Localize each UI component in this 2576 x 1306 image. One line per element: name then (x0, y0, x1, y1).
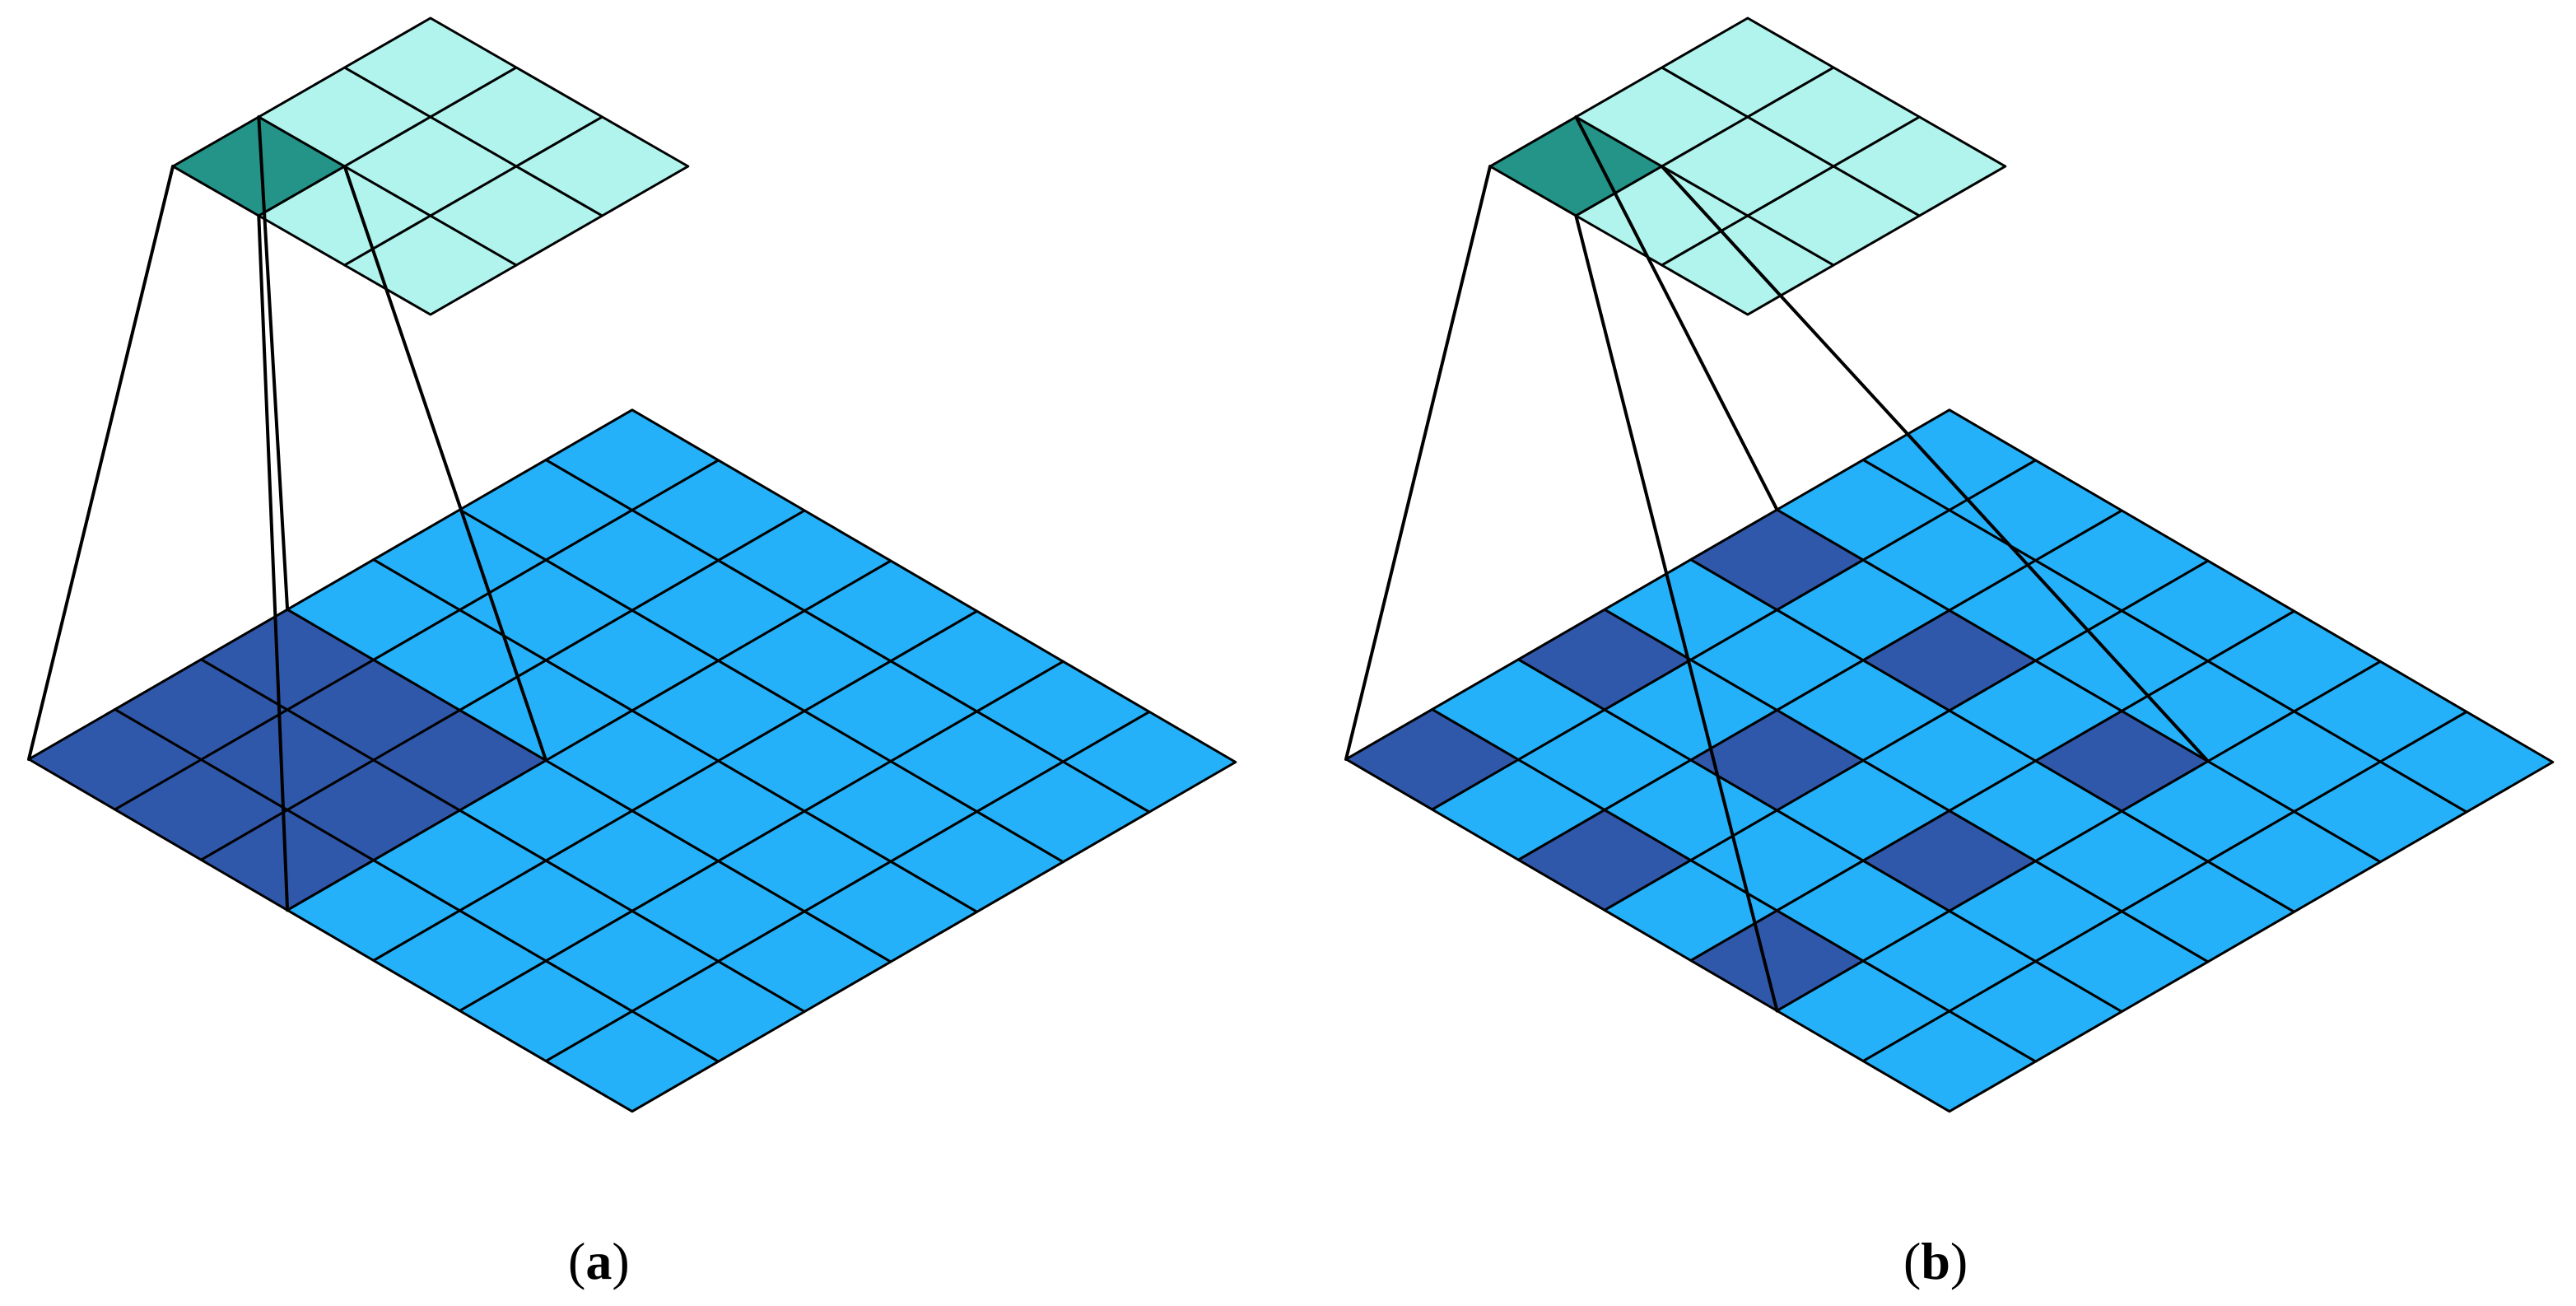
input-cell (2378, 710, 2555, 814)
caption-a-letter: a (585, 1232, 613, 1290)
projection-line (27, 165, 175, 761)
projection-line (257, 115, 290, 612)
projection-line (257, 214, 290, 912)
caption-b-open: ( (1903, 1232, 1922, 1290)
projection-line (1574, 214, 1779, 1013)
caption-a: (a) (568, 1235, 630, 1288)
projection-lines (1344, 115, 2210, 1013)
caption-b: (b) (1903, 1235, 1968, 1288)
output-cell (515, 115, 690, 217)
projection-line (1344, 165, 1492, 761)
input-cell (1061, 710, 1237, 814)
input-grid (27, 408, 1237, 1113)
projection-line (1660, 165, 2210, 763)
output-grid (1488, 16, 2007, 316)
projection-line (342, 165, 548, 763)
caption-a-close: ) (612, 1232, 630, 1290)
caption-b-letter: b (1921, 1232, 1950, 1290)
panel-b-dilated-convolution (1344, 16, 2555, 1113)
panel-a-standard-convolution (27, 16, 1237, 1113)
projection-line (1574, 115, 1779, 511)
caption-a-open: ( (568, 1232, 586, 1290)
output-grid (171, 16, 690, 316)
projection-lines (27, 115, 548, 912)
output-cell (1832, 115, 2007, 217)
input-grid (1344, 408, 2555, 1113)
caption-b-close: ) (1949, 1232, 1968, 1290)
